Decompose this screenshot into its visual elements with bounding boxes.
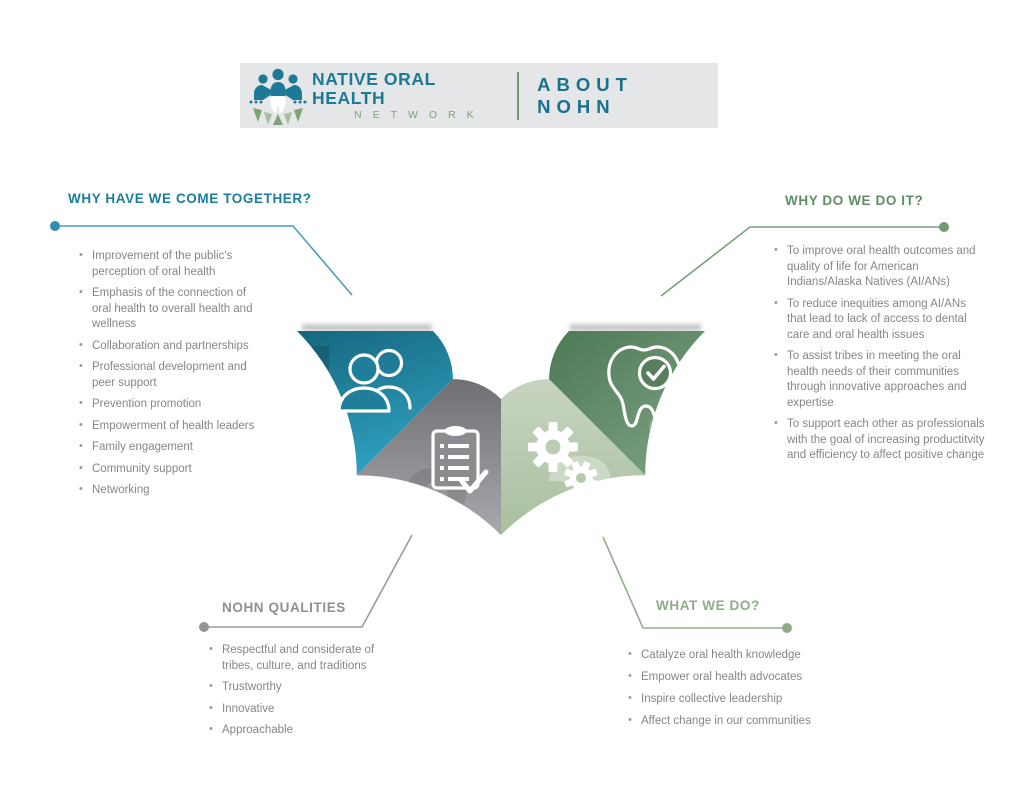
- list-why-come-together: Improvement of the public's perception o…: [78, 248, 263, 505]
- connector-bottom-right: [602, 536, 792, 633]
- list-item: Trustworthy: [208, 679, 403, 696]
- segment-number-1: 1: [280, 318, 353, 465]
- list-item: Affect change in our communities: [627, 713, 892, 730]
- tooth-check-icon: [607, 345, 682, 428]
- heading-why-come-together: WHY HAVE WE COME TOGETHER?: [68, 191, 312, 206]
- banner-divider: [517, 71, 520, 120]
- page-title: ABOUT NOHN: [537, 73, 633, 117]
- list-item: Approachable: [208, 722, 403, 739]
- people-icon: [337, 348, 412, 413]
- list-item: Innovative: [208, 701, 403, 718]
- list-item: To support each other as professionals w…: [773, 416, 985, 464]
- list-item: Networking: [78, 482, 263, 499]
- list-item: Empower oral health advocates: [627, 669, 892, 686]
- segment-2-wedge: [356, 379, 501, 535]
- heading-nohn-qualities: NOHN QUALITIES: [222, 600, 346, 615]
- list-why-do-we-do-it: To improve oral health outcomes and qual…: [773, 243, 985, 470]
- list-item: Improvement of the public's perception o…: [78, 248, 263, 280]
- header-banner: NATIVE ORAL HEALTH NETWORK ABOUT NOHN: [240, 63, 718, 128]
- connector-bottom-left: [199, 534, 413, 632]
- list-item: Respectful and considerate of tribes, cu…: [208, 642, 403, 674]
- list-nohn-qualities: Respectful and considerate of tribes, cu…: [208, 642, 403, 745]
- logo-subtitle: NETWORK: [354, 109, 485, 121]
- list-item: Collaboration and partnerships: [78, 338, 263, 355]
- heading-what-we-do: WHAT WE DO?: [656, 598, 760, 613]
- list-item: Catalyze oral health knowledge: [627, 647, 892, 664]
- list-item: To improve oral health outcomes and qual…: [773, 243, 985, 291]
- list-item: Inspire collective leadership: [627, 691, 892, 708]
- connector-top-right: [660, 222, 949, 297]
- list-item: Empowerment of health leaders: [78, 418, 263, 435]
- list-item: Family engagement: [78, 439, 263, 456]
- connector-top-left: [50, 221, 353, 296]
- logo-text: NATIVE ORAL HEALTH NETWORK: [312, 69, 503, 122]
- list-item: To assist tribes in meeting the oral hea…: [773, 348, 985, 411]
- heading-why-do-we-do-it: WHY DO WE DO IT?: [785, 193, 924, 208]
- clipboard-icon: [431, 426, 489, 494]
- logo-title: NATIVE ORAL HEALTH: [312, 69, 436, 108]
- list-item: Community support: [78, 461, 263, 478]
- top-edge-shadow: [302, 324, 701, 331]
- nohn-logo-icon: [249, 68, 307, 125]
- list-item: Prevention promotion: [78, 396, 263, 413]
- list-what-we-do: Catalyze oral health knowledge Empower o…: [627, 647, 892, 736]
- list-item: To reduce inequities among AI/ANs that l…: [773, 296, 985, 344]
- gears-icon: [528, 422, 598, 495]
- list-item: Professional development and peer suppor…: [78, 359, 263, 391]
- segment-3-wedge: [501, 379, 646, 535]
- list-item: Emphasis of the connection of oral healt…: [78, 285, 263, 333]
